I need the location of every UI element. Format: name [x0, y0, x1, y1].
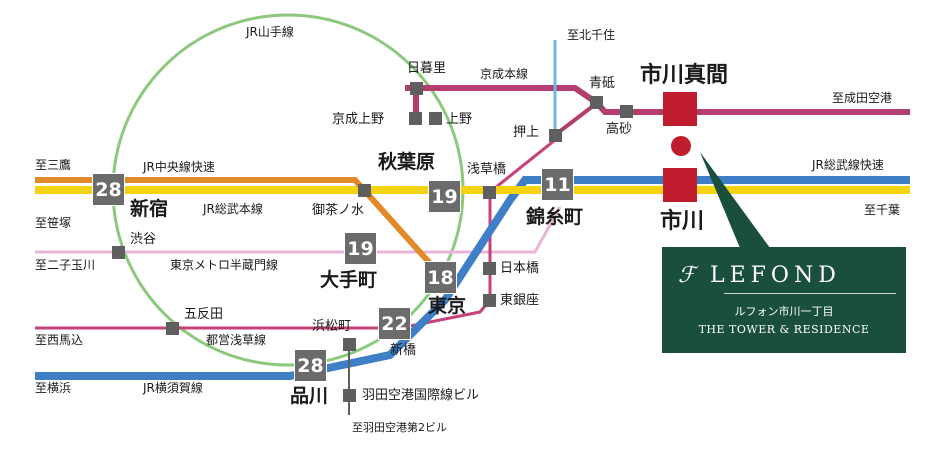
- dir-kitasenju: 至北千住: [567, 28, 616, 42]
- name-keiseiueno: 京成上野: [332, 112, 385, 127]
- station-marker-aoto: [590, 96, 603, 109]
- name-oshiage: 押上: [513, 125, 540, 140]
- station-marker-hamamatsucho: [343, 338, 356, 351]
- dir-narita: 至成田空港: [832, 91, 893, 105]
- label-hanzomon: 東京メトロ半蔵門線: [170, 258, 279, 272]
- brand-panel: ℱ LEFOND ルフォン市川一丁目 THE TOWER & RESIDENCE: [662, 247, 906, 353]
- dir-yokohama: 至横浜: [35, 381, 72, 395]
- ichikawa-marker: [663, 168, 697, 202]
- label-yamanote: JR山手線: [246, 25, 294, 39]
- label-sobu-rapid: JR総武線快速: [812, 158, 884, 172]
- time-badge-otemachi: 19: [344, 232, 377, 265]
- station-marker-oshiage: [549, 129, 562, 142]
- brand-divider: [724, 293, 896, 294]
- name-shimbashi: 新橋: [390, 343, 417, 358]
- label-chuo-rapid: JR中央線快速: [143, 160, 215, 174]
- station-marker-takasago: [620, 105, 633, 118]
- dir-chiba: 至千葉: [864, 203, 901, 217]
- brand-logo-mark: ℱ: [678, 263, 696, 288]
- station-marker-nippori: [410, 82, 423, 95]
- brand-subtitle-ja: ルフォン市川一丁目: [734, 305, 834, 318]
- name-nippori: 日暮里: [407, 61, 447, 76]
- name-shibuya: 渋谷: [130, 232, 157, 247]
- yokosuka-line: [35, 176, 910, 380]
- time-badge-shimbashi: 22: [378, 307, 411, 340]
- name-tokyo: 東京: [428, 295, 467, 317]
- name-ichikawamama: 市川真間: [640, 63, 729, 88]
- time-badge-kinshicho: 11: [541, 168, 574, 201]
- dir-nishimagome: 至西馬込: [35, 333, 84, 347]
- name-shinjuku: 新宿: [130, 198, 169, 220]
- name-ueno: 上野: [446, 112, 473, 127]
- station-marker-keiseiueno: [409, 112, 422, 125]
- name-shinagawa: 品川: [290, 385, 329, 407]
- label-asakusa: 都営浅草線: [206, 333, 267, 347]
- station-marker-shibuya: [112, 246, 125, 259]
- name-kinshicho: 錦糸町: [526, 206, 584, 228]
- time-badge-akihabara: 19: [428, 180, 461, 213]
- name-haneda-intl: 羽田空港国際線ビル: [362, 388, 480, 403]
- asakusa-line: [35, 100, 557, 330]
- station-marker-higashiginza: [483, 294, 496, 307]
- brand-name: LEFOND: [710, 263, 841, 288]
- name-takasago: 高砂: [606, 122, 633, 137]
- dir-futako: 至二子玉川: [35, 258, 96, 272]
- name-higashiginza: 東銀座: [500, 293, 540, 308]
- name-aoto: 青砥: [589, 76, 616, 91]
- dir-haneda2: 至羽田空港第2ビル: [352, 421, 447, 434]
- label-sobu-local: JR総武本線: [203, 202, 263, 216]
- time-badge-shinagawa: 28: [294, 349, 327, 382]
- ichikawa-dot: [671, 136, 691, 156]
- dir-sasazuka: 至笹塚: [35, 216, 72, 230]
- name-ochanomizu: 御茶ノ水: [312, 203, 365, 218]
- time-badge-tokyo: 18: [424, 261, 457, 294]
- brand-pointer: [700, 152, 770, 248]
- ichikawamama-marker: [663, 92, 697, 126]
- station-marker-nihombashi: [483, 262, 496, 275]
- label-keisei: 京成本線: [480, 67, 529, 81]
- time-badge-shinjuku: 28: [92, 173, 125, 206]
- name-otemachi: 大手町: [320, 269, 378, 291]
- station-marker-ueno: [429, 112, 442, 125]
- station-marker-asakusabashi: [483, 186, 496, 199]
- name-akihabara: 秋葉原: [378, 151, 436, 173]
- name-asakusabashi: 浅草橋: [467, 162, 507, 177]
- name-nihombashi: 日本橋: [500, 261, 540, 276]
- name-ichikawa: 市川: [660, 209, 705, 234]
- dir-mitaka: 至三鷹: [35, 158, 72, 172]
- station-marker-haneda: [343, 389, 356, 402]
- chuo-line: [35, 177, 448, 283]
- station-marker-ochanomizu: [358, 184, 371, 197]
- brand-subtitle-en: THE TOWER & RESIDENCE: [698, 323, 870, 336]
- name-hamamatsucho: 浜松町: [312, 319, 352, 334]
- hanzomon-line: [35, 206, 562, 254]
- station-marker-gotanda: [166, 322, 179, 335]
- name-gotanda: 五反田: [184, 307, 224, 322]
- label-yokosuka: JR横須賀線: [143, 381, 203, 395]
